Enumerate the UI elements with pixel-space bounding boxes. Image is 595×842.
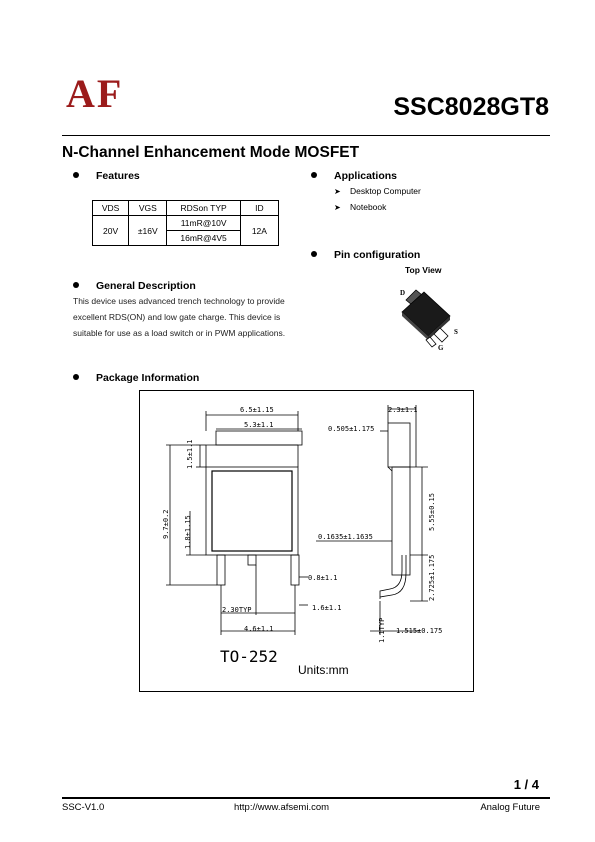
dim-side-top: 0.505±1.175 <box>328 425 374 433</box>
footer-company: Analog Future <box>480 802 540 813</box>
application-item: ➤Notebook <box>334 202 387 212</box>
bullet-icon <box>73 282 79 288</box>
dim-lead-pitch: 2.30TYP <box>222 606 252 614</box>
package-drawing-frame: 6.5±1.15 5.3±1.1 1.5±1.1 9.7±0.2 1.8±1.1… <box>139 390 474 692</box>
units-label: Units:mm <box>298 663 349 677</box>
dim-lead-width: 0.8±1.1 <box>308 574 338 582</box>
top-view-label: Top View <box>405 265 442 275</box>
bullet-icon <box>73 172 79 178</box>
dim-side-foot: 1.515±0.175 <box>396 627 442 635</box>
table-cell-rdson-4v5: 16mR@4V5 <box>166 230 241 246</box>
bullet-icon <box>73 374 79 380</box>
part-number: SSC8028GT8 <box>393 93 549 121</box>
general-description-text: This device uses advanced trench technol… <box>73 296 286 338</box>
footer-version: SSC-V1.0 <box>62 802 105 813</box>
page-number: 1 / 4 <box>513 777 539 792</box>
dim-tab-width: 5.3±1.1 <box>244 421 274 429</box>
general-description-heading: General Description <box>73 279 196 293</box>
table-cell-id: 12A <box>239 215 280 246</box>
features-heading: Features <box>73 169 140 183</box>
dim-lead-width-2: 1.6±1.1 <box>312 604 342 612</box>
dim-side-height: 5.55±0.15 <box>428 493 436 531</box>
table-cell-vds: 20V <box>91 215 130 246</box>
pin-d-label: D <box>400 289 405 297</box>
header-divider <box>62 135 550 136</box>
table-header-id: ID <box>239 200 280 216</box>
application-item: ➤Desktop Computer <box>334 186 421 196</box>
table-header-vgs: VGS <box>128 200 168 216</box>
pin-g-label: G <box>438 344 444 352</box>
features-table: VDS VGS RDSon TYP ID 20V ±16V 11mR@10V 1… <box>91 200 280 246</box>
dim-lead-length: 1.8±1.15 <box>184 515 192 549</box>
table-cell-rdson-10v: 11mR@10V <box>166 215 241 231</box>
bullet-icon <box>311 251 317 257</box>
bullet-icon <box>311 172 317 178</box>
dim-side-lead: 2.725±1.175 <box>428 555 436 601</box>
pin-s-label: S <box>454 328 458 336</box>
page-title: N-Channel Enhancement Mode MOSFET <box>62 144 360 161</box>
package-top-view-image: D S G <box>400 289 458 352</box>
footer-url[interactable]: http://www.afsemi.com <box>234 802 330 813</box>
arrow-bullet-icon: ➤ <box>334 187 341 196</box>
package-information-heading: Package Information <box>73 371 199 385</box>
applications-heading: Applications <box>311 169 397 183</box>
package-drawing: 6.5±1.15 5.3±1.1 1.5±1.1 9.7±0.2 1.8±1.1… <box>162 405 442 677</box>
dim-tab-height: 1.5±1.1 <box>186 439 194 469</box>
company-logo: AF <box>66 71 124 116</box>
pin-configuration-heading: Pin configuration <box>311 248 420 262</box>
package-name: TO-252 <box>220 647 278 666</box>
dim-side-width: 2.3±1.1 <box>388 406 418 414</box>
dim-side-offset: 0.1635±1.1635 <box>318 533 373 541</box>
table-header-vds: VDS <box>91 200 130 216</box>
dim-overall-height: 9.7±0.2 <box>162 509 170 539</box>
dim-lead-span: 4.6±1.1 <box>244 625 274 633</box>
arrow-bullet-icon: ➤ <box>334 203 341 212</box>
table-cell-vgs: ±16V <box>128 215 168 246</box>
dim-total-width: 6.5±1.15 <box>240 406 274 414</box>
footer-divider <box>62 797 550 799</box>
dim-side-bottom-typ: 1.1TYP <box>378 618 386 643</box>
table-header-rdson: RDSon TYP <box>166 200 241 216</box>
